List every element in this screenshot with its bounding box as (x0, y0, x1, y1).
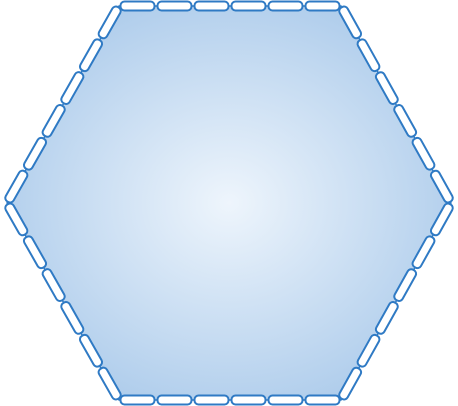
border-segment (156, 394, 193, 406)
border-segment (78, 333, 104, 368)
hexagon-body (6, 5, 452, 401)
border-segment (193, 0, 230, 12)
border-segment (304, 0, 341, 12)
border-segment (356, 333, 381, 368)
border-segment (41, 104, 66, 138)
border-segment (230, 0, 267, 12)
border-segment (267, 394, 304, 406)
border-segment (119, 394, 156, 406)
border-segment (119, 0, 156, 12)
border-segment (304, 394, 341, 406)
border-segment (97, 5, 122, 40)
border-segment (374, 71, 399, 105)
border-segment (230, 394, 267, 406)
border-segment (78, 38, 104, 73)
border-segment (356, 38, 381, 73)
border-segment (60, 71, 85, 105)
border-segment (156, 0, 193, 12)
border-segment (97, 366, 122, 401)
border-segment (393, 104, 418, 138)
border-segment (429, 202, 454, 237)
border-segment (4, 202, 29, 237)
border-segment (338, 366, 363, 401)
border-segment (429, 169, 454, 204)
border-segment (4, 169, 29, 204)
border-segment (411, 136, 436, 171)
border-segment (267, 0, 304, 12)
border-segment (60, 301, 85, 335)
border-segment (193, 394, 230, 406)
border-segment (22, 136, 48, 171)
border-segment (374, 301, 399, 335)
border-segment (338, 5, 363, 40)
border-segment (41, 268, 66, 302)
border-segment (22, 235, 48, 270)
border-segment (411, 235, 436, 270)
hexagon-border-segments (4, 0, 454, 406)
border-segment (393, 268, 418, 302)
